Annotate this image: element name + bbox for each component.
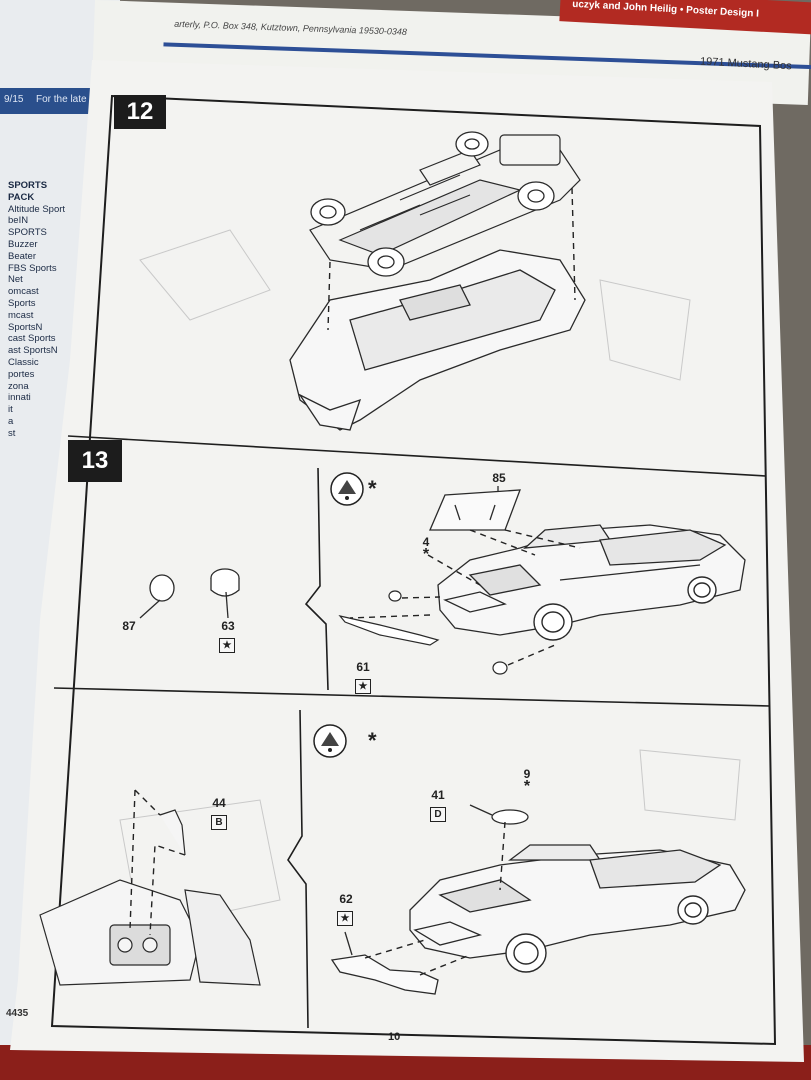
car-body-shell <box>289 249 586 431</box>
part-label-9: 9 <box>523 767 531 781</box>
instruction-frame <box>50 94 777 1046</box>
sports-list-item: FBS Sports Net <box>8 262 57 286</box>
sports-list-item: omcast Sports <box>8 286 39 309</box>
part-label-63: 63 <box>221 619 235 633</box>
part-label-85: 85 <box>492 471 506 485</box>
assembly-guide-lines <box>327 187 576 331</box>
car-wheels-14 <box>505 895 709 973</box>
paper-sheet <box>10 60 804 1062</box>
sports-list-item: zona <box>8 380 29 392</box>
sports-list-item: Classic <box>8 356 39 368</box>
step-divider <box>53 687 771 707</box>
part-61-box: ★ <box>355 679 371 694</box>
chassis-wheels <box>310 131 555 277</box>
car-wheels-13 <box>533 576 717 641</box>
part-label-62: 62 <box>339 892 353 906</box>
windshield-85 <box>429 486 521 531</box>
sports-channel-list: SPORTS PACK Altitude Sport beIN SPORTS B… <box>8 180 68 440</box>
part-label-41: 41 <box>431 788 445 802</box>
step-number-13: 13 <box>68 440 122 482</box>
sports-list-item: Altitude Sport <box>8 203 66 215</box>
sports-list-item: a <box>8 415 14 427</box>
sports-list-item: mcast SportsN <box>8 309 43 333</box>
sports-list-item: portes <box>8 368 35 380</box>
panel-divider <box>304 467 329 691</box>
panel-divider <box>287 709 309 1029</box>
part-label-4: 4 <box>422 535 430 549</box>
small-parts-13 <box>338 590 508 675</box>
part-4-star: * <box>422 546 430 563</box>
glue-icon-14 <box>313 724 347 758</box>
parts-87-63 <box>139 568 240 619</box>
part-41-box: D <box>430 807 446 822</box>
assembly-guide-lines-14a <box>129 789 186 936</box>
sports-list-item: it <box>8 404 13 416</box>
air-cleaner-9 <box>469 804 529 825</box>
sports-list-heading: SPORTS PACK <box>8 180 48 203</box>
sports-list-item: st <box>8 427 16 439</box>
chassis-assembly <box>309 134 581 271</box>
step-number-12: 12 <box>114 95 166 129</box>
part-label-44: 44 <box>212 796 226 810</box>
page-number: 10 <box>388 1031 401 1043</box>
magazine-banner-text: For the late <box>36 94 87 105</box>
magazine-date: 9/15 <box>4 94 24 105</box>
sports-list-item: ast SportsN <box>8 345 58 357</box>
assembly-guide-lines-13 <box>349 529 581 666</box>
part-44-box: B <box>211 815 227 830</box>
front-bumper-62 <box>330 931 439 995</box>
engine-bay-detail <box>39 809 261 986</box>
glue-star-13: * <box>368 476 377 501</box>
part-label-87: 87 <box>122 619 136 633</box>
step-divider <box>67 435 767 477</box>
convertible-car-14 <box>409 844 746 959</box>
sports-list-item: Buzzer Beater <box>8 238 38 262</box>
part-9-star: * <box>523 778 531 795</box>
glue-star-14: * <box>368 728 377 753</box>
part-63-box: ★ <box>219 638 235 653</box>
sports-list-item: innati <box>8 392 31 404</box>
assembly-guide-lines-14b <box>364 821 506 976</box>
kit-number: 4435 <box>6 1008 29 1019</box>
sports-list-item: cast Sports <box>8 333 56 345</box>
sports-list-item: beIN SPORTS <box>8 215 47 239</box>
convertible-car-13 <box>437 524 746 636</box>
glue-icon-13 <box>330 472 364 506</box>
part-label-61: 61 <box>356 660 370 674</box>
part-62-box: ★ <box>337 911 353 926</box>
